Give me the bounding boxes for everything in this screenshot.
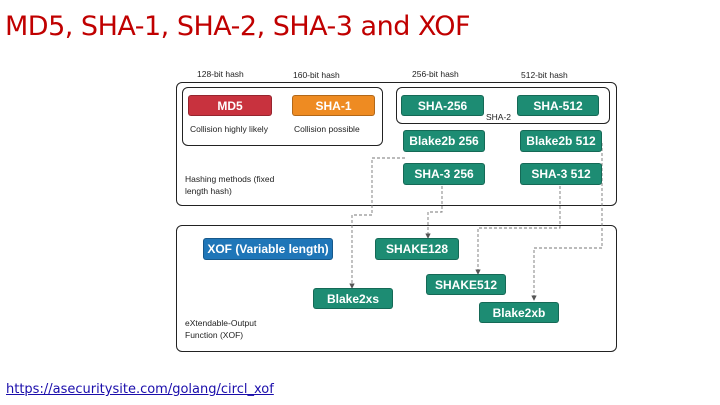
label-256-bit-hash: 256-bit hash: [412, 69, 459, 79]
xof-group: [176, 225, 617, 352]
sha3-512-node: SHA-3 512: [520, 163, 602, 185]
arrow-sha3-512-to-shake512: [475, 186, 561, 275]
arrow-sha3-256-to-shake128: [425, 186, 443, 239]
sha512-node: SHA-512: [517, 95, 599, 116]
sha1-note: Collision possible: [294, 124, 360, 134]
slide-title: MD5, SHA-1, SHA-2, SHA-3 and XOF: [5, 11, 471, 42]
label-512-bit-hash: 512-bit hash: [521, 70, 568, 80]
sha2-group: [396, 87, 610, 124]
xof-group-label: eXtendable-Output Function (XOF): [185, 318, 257, 340]
label-160-bit-hash: 160-bit hash: [293, 70, 340, 80]
label-128-bit-hash: 128-bit hash: [197, 69, 244, 79]
fixed-hash-group-label: Hashing methods (fixed length hash): [185, 174, 275, 196]
md5-note: Collision highly likely: [190, 124, 268, 134]
reference-link[interactable]: https://asecuritysite.com/golang/circl_x…: [6, 382, 274, 397]
shake128-node: SHAKE128: [375, 238, 459, 260]
shake512-node: SHAKE512: [426, 274, 506, 295]
fixed-hash-group: [176, 82, 617, 206]
blake2b256-node: Blake2b 256: [403, 130, 485, 152]
sha3-256-node: SHA-3 256: [403, 163, 485, 185]
sha256-node: SHA-256: [401, 95, 484, 116]
arrow-blake2b256-to-blake2xs: [349, 157, 405, 289]
blake2xs-node: Blake2xs: [313, 288, 393, 309]
blake2b512-node: Blake2b 512: [520, 130, 602, 152]
sha1-node: SHA-1: [292, 95, 375, 116]
xof-title-node: XOF (Variable length): [203, 238, 333, 260]
sha2-group-label: SHA-2: [486, 112, 512, 122]
blake2xb-node: Blake2xb: [479, 302, 559, 323]
legacy-hash-group: [182, 87, 383, 146]
md5-node: MD5: [188, 95, 272, 116]
